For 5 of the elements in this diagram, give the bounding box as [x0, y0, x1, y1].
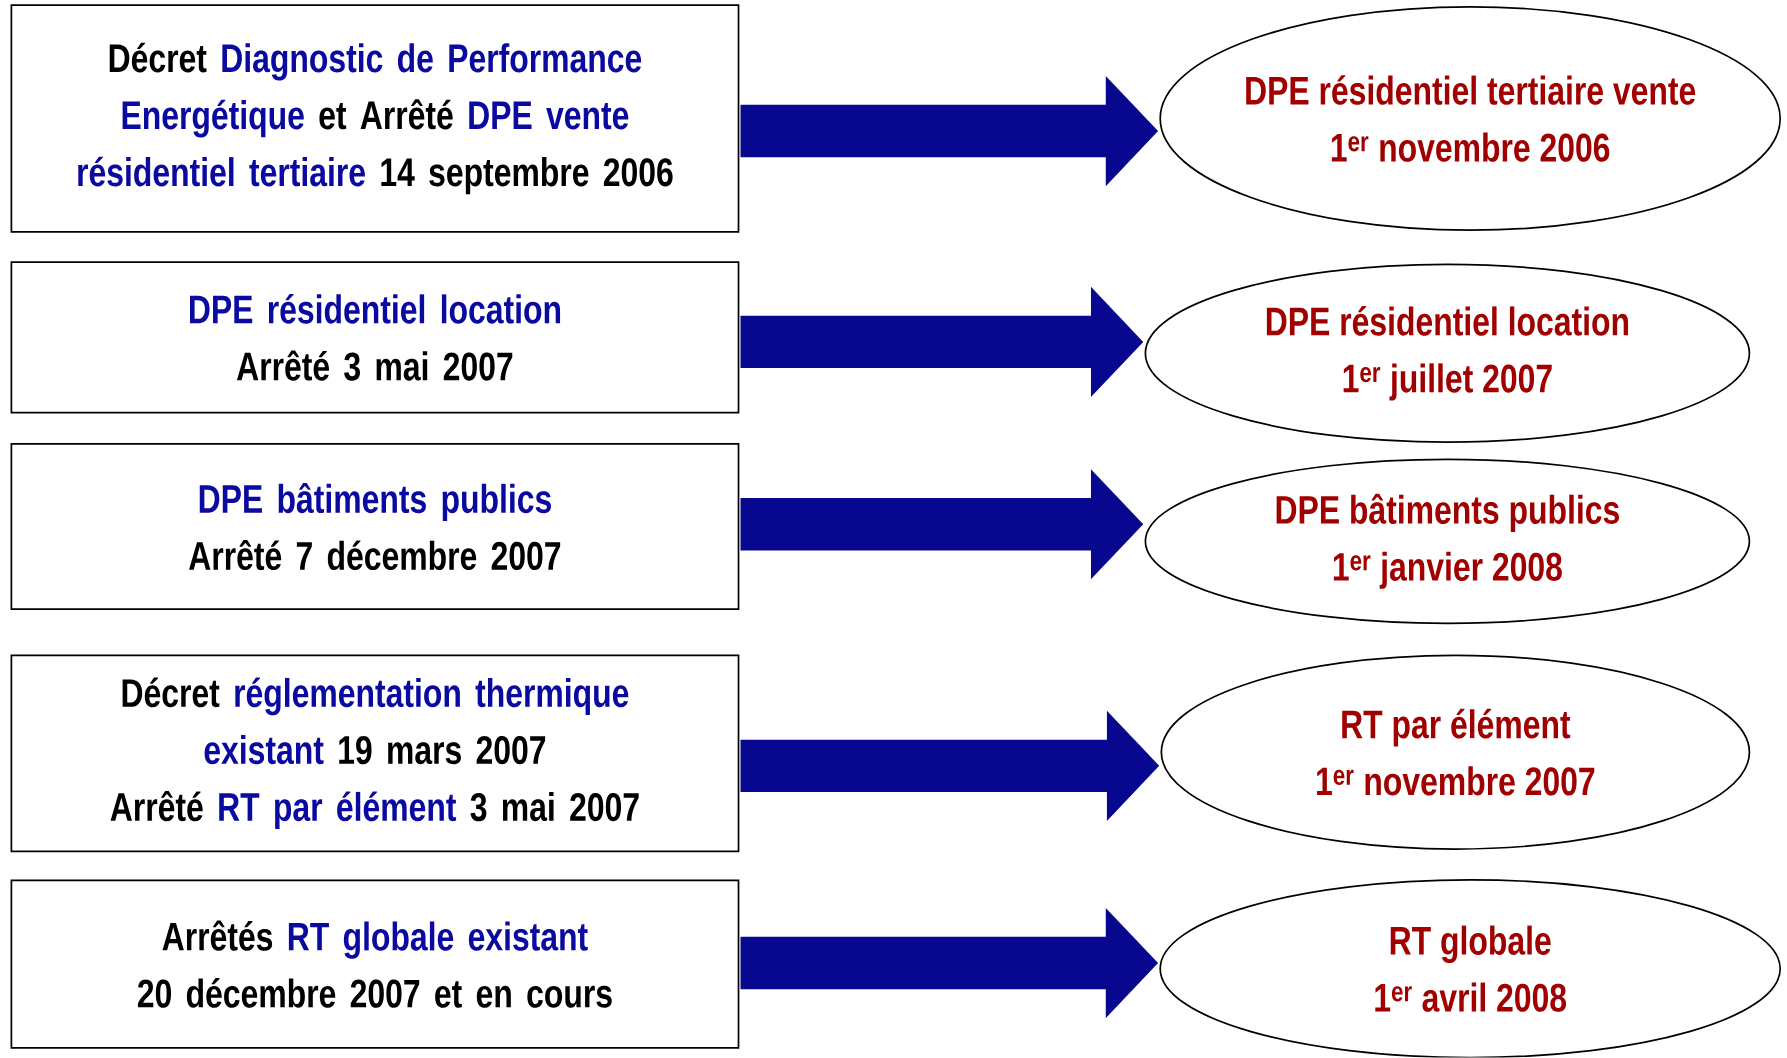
text-box: Décret Diagnostic de Performance Energétique et Arrêté DPE vente résidentiel tertiaire 14 septembre 2006	[10, 4, 740, 233]
text-box: Arrêtés RT globale existant 20 décembre 2007 et en cours	[10, 879, 740, 1049]
text-box: DPE résidentiel location Arrêté 3 mai 2007	[10, 261, 740, 414]
text-box: Décret réglementation thermique existant 19 mars 2007 Arrêté RT par élément 3 mai 2007	[10, 654, 740, 853]
text-box: DPE bâtiments publics Arrêté 7 décembre 2007	[10, 443, 740, 611]
